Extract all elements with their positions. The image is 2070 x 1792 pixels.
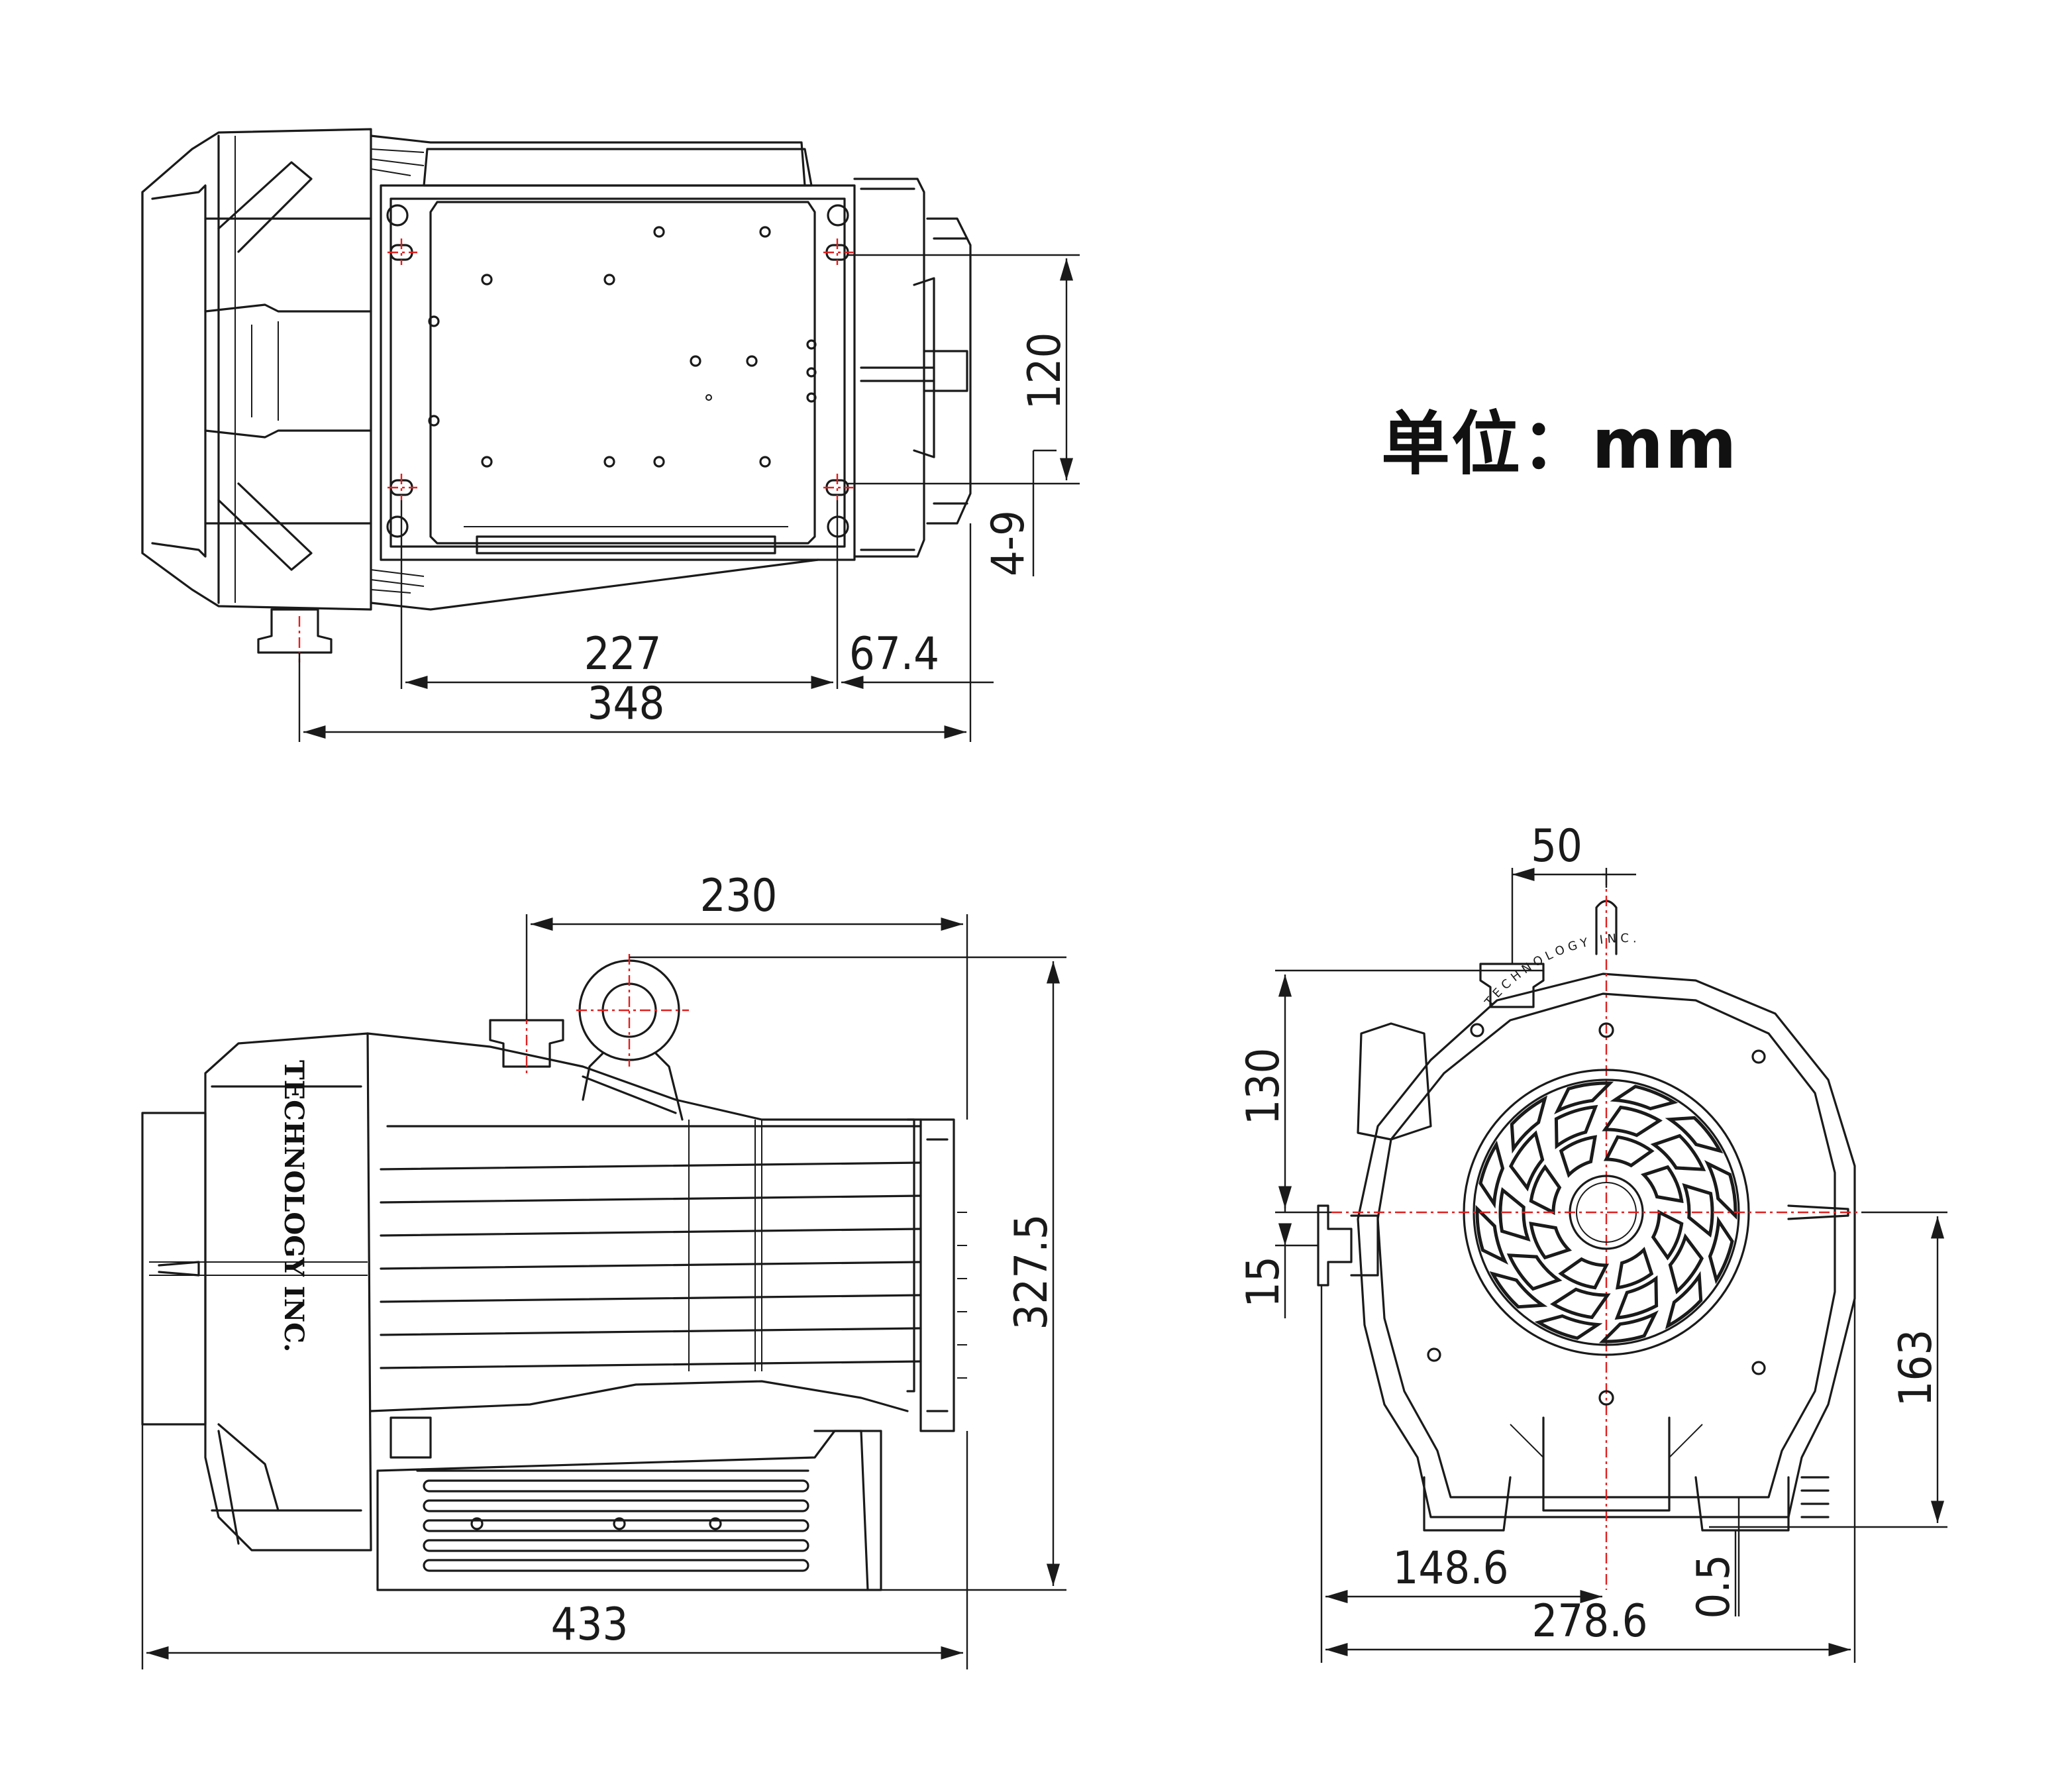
dim-67-4: 67.4 — [849, 628, 939, 680]
side-brand-text: TECHNOLOGY INC. — [278, 1060, 309, 1352]
fan-slot — [1508, 1130, 1545, 1192]
fan-slot — [1558, 1257, 1610, 1290]
fan-slot — [1529, 1164, 1562, 1216]
dim-120: 120 — [1019, 333, 1071, 410]
fan-slot — [1489, 1271, 1548, 1309]
dim-0-5: 0.5 — [1688, 1554, 1740, 1618]
unit-label: 单位：mm — [1381, 403, 1738, 484]
dim-130: 130 — [1237, 1048, 1290, 1126]
fan-slot — [1554, 1104, 1598, 1149]
fan-slot — [1478, 1140, 1505, 1209]
fan-slot — [1614, 1275, 1659, 1320]
fan-slot — [1640, 1165, 1684, 1204]
dim-15: 15 — [1237, 1256, 1290, 1308]
fan-slot — [1475, 1204, 1509, 1265]
fan-slot — [1708, 1216, 1734, 1285]
fan-slot — [1665, 1271, 1703, 1330]
fan-slot — [1559, 1135, 1598, 1179]
dim-148-6: 148.6 — [1392, 1542, 1508, 1595]
dim-163: 163 — [1890, 1330, 1942, 1407]
fan-slot — [1682, 1183, 1714, 1238]
dim-278-6: 278.6 — [1531, 1595, 1647, 1648]
fan-slot — [1668, 1233, 1704, 1294]
dim-227: 227 — [584, 628, 662, 680]
front-view: TECHNOLOGY INC. 50 130 15 163 — [1237, 820, 1947, 1663]
fan-grille — [1475, 1081, 1737, 1344]
dim-50: 50 — [1531, 820, 1582, 872]
dim-327-5: 327.5 — [1006, 1214, 1058, 1330]
fan-slot — [1550, 1287, 1611, 1320]
dim-230: 230 — [700, 870, 778, 922]
fan-slot — [1665, 1116, 1724, 1154]
fan-slot — [1554, 1081, 1614, 1115]
fan-slot — [1650, 1133, 1706, 1171]
fan-slot — [1610, 1084, 1679, 1111]
fan-slot — [1651, 1209, 1684, 1261]
fan-slot — [1704, 1160, 1737, 1220]
fan-slot — [1603, 1135, 1655, 1168]
fan-slot — [1615, 1246, 1654, 1290]
fan-slot — [1602, 1105, 1663, 1137]
fan-slot — [1529, 1221, 1573, 1260]
dim-4-9: 4-9 — [982, 510, 1035, 576]
fan-slot — [1506, 1253, 1563, 1291]
dim-348: 348 — [588, 678, 665, 730]
fan-slot — [1598, 1310, 1659, 1344]
dim-433: 433 — [551, 1599, 629, 1651]
top-view: 120 4-9 227 67.4 348 — [141, 128, 1080, 742]
fan-slot — [1498, 1186, 1531, 1242]
fan-slot — [1534, 1314, 1603, 1340]
fan-slot — [1510, 1095, 1548, 1154]
side-view: TECHNOLOGY INC. — [141, 870, 1066, 1669]
